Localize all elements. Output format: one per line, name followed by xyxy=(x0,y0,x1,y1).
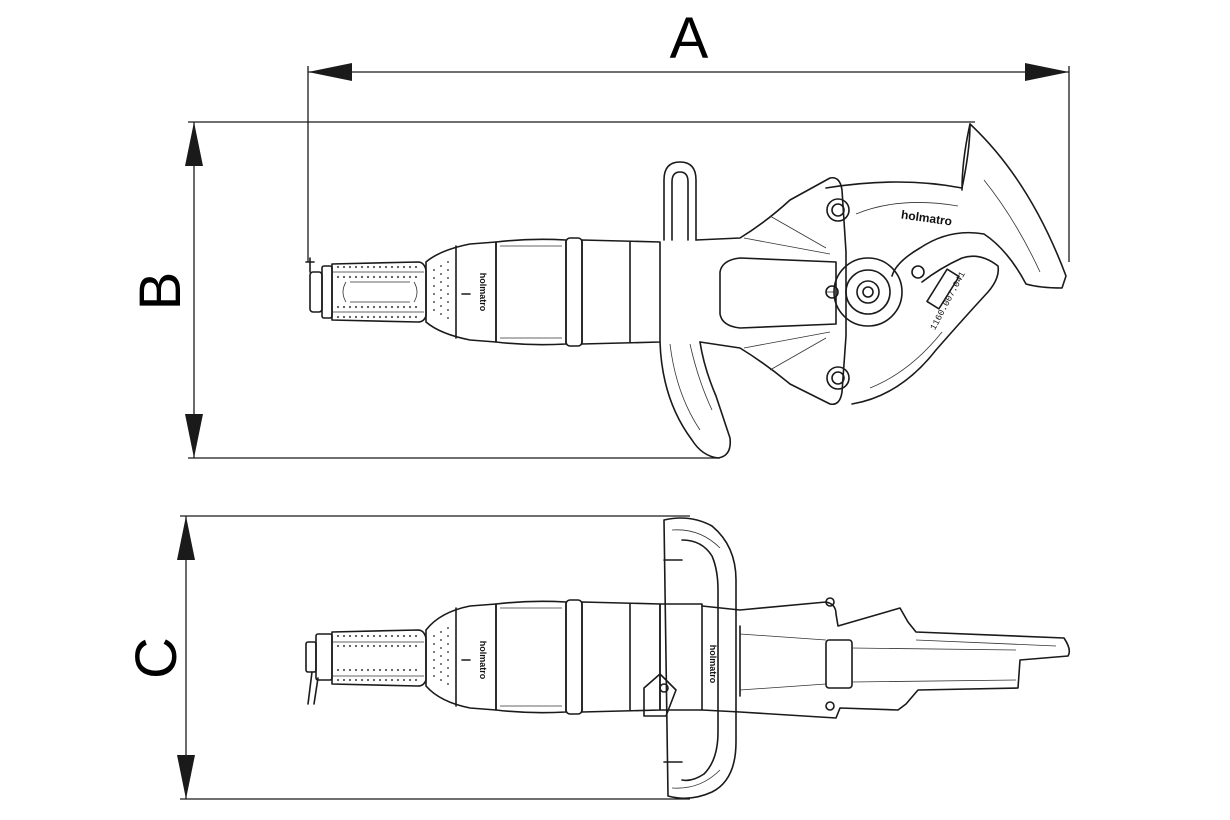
side-coupler xyxy=(305,633,333,705)
dimension-b-arrow-bottom xyxy=(185,414,203,458)
side-grip-brand: holmatro xyxy=(478,641,488,680)
top-control-grip: holmatro xyxy=(425,241,497,343)
dimension-b: B xyxy=(128,121,975,459)
dimension-b-label: B xyxy=(128,272,193,311)
dimension-c-label: C xyxy=(124,637,189,679)
dimension-c: C xyxy=(124,515,690,800)
top-grip-brand: holmatro xyxy=(478,273,488,312)
top-blade-brand: holmatro xyxy=(900,208,953,229)
top-upper-blade: holmatro xyxy=(825,123,1067,289)
side-handle: holmatro xyxy=(643,517,737,800)
top-blade-serial: 1160.007.041 xyxy=(929,270,968,332)
dimension-a-arrow-right xyxy=(1025,63,1069,81)
top-pivot xyxy=(826,198,925,390)
side-cylinder xyxy=(495,599,661,715)
top-coupler xyxy=(305,257,333,319)
top-knurled-grip xyxy=(331,261,427,323)
dimension-a-arrow-left xyxy=(308,63,352,81)
side-view: holmatro holmatro xyxy=(305,517,1071,800)
top-lower-blade: 1160.007.041 xyxy=(851,255,1000,405)
top-view: holmatro xyxy=(305,123,1067,459)
side-head xyxy=(701,597,1071,719)
top-handle xyxy=(659,161,732,459)
dimension-a: A xyxy=(307,6,1070,262)
side-handle-brand: holmatro xyxy=(708,645,718,684)
dimension-b-arrow-top xyxy=(185,122,203,166)
dimension-c-arrow-bottom xyxy=(177,755,195,799)
side-control-grip: holmatro xyxy=(425,603,497,711)
dimension-a-label: A xyxy=(670,6,709,71)
top-head-housing xyxy=(695,176,847,406)
side-knurled-grip xyxy=(331,629,427,687)
top-cylinder xyxy=(495,237,661,347)
dimension-c-arrow-top xyxy=(177,516,195,560)
